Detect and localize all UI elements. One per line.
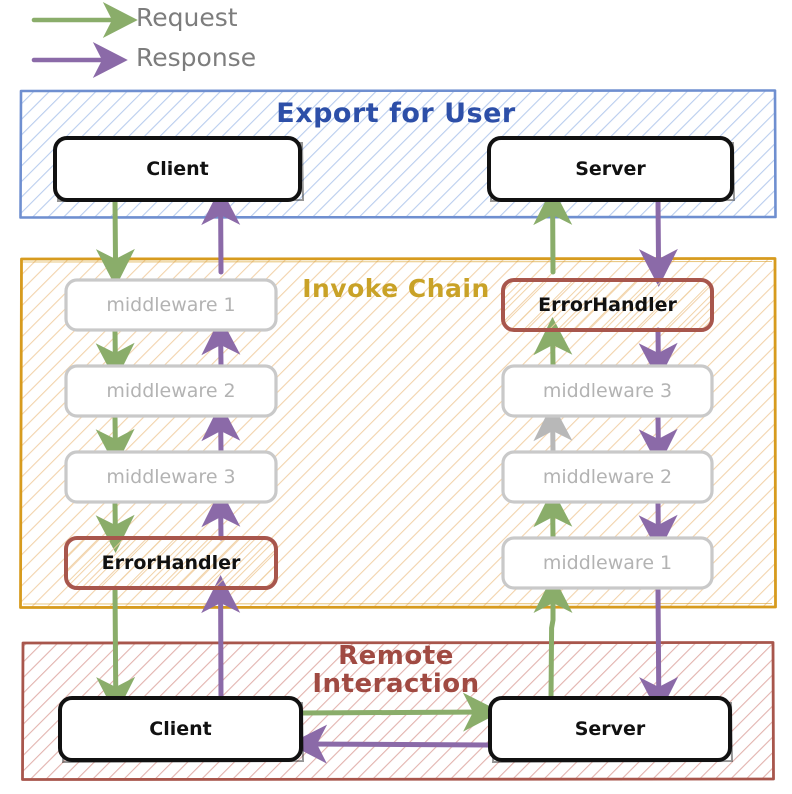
arrow-remote-response [289,724,492,764]
node-right-errorhandler[interactable] [501,278,714,332]
node-right-mw-3[interactable] [501,364,714,418]
arrow-request-right-column [533,187,573,703]
node-left-mw-3[interactable] [64,450,278,504]
node-right-mw-1[interactable] [501,536,714,590]
node-export-client[interactable] [53,136,305,203]
node-left-mw-2[interactable] [64,364,278,418]
node-remote-server[interactable] [488,696,734,764]
node-right-mw-2[interactable] [501,450,714,504]
arrow-response-right-column [638,197,679,715]
node-remote-client[interactable] [58,696,305,764]
node-left-mw-1[interactable] [64,278,278,332]
node-left-errorhandler[interactable] [64,536,278,590]
arrow-request-left-column [95,197,136,715]
arrow-remote-request [298,692,501,732]
node-export-server[interactable] [487,136,736,203]
